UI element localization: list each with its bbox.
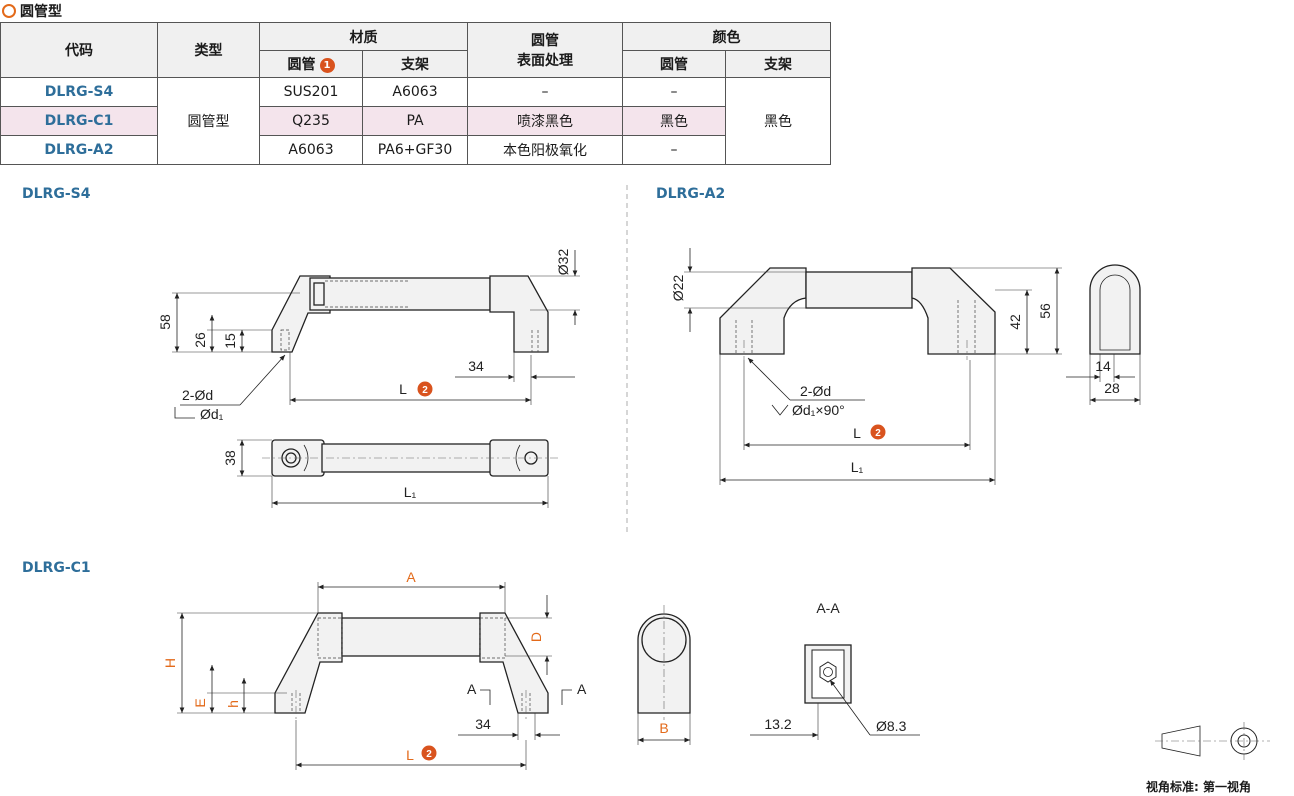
svg-text:L: L — [406, 747, 414, 763]
svg-text:L: L — [853, 425, 861, 441]
cell-tube: Q235 — [259, 106, 363, 136]
svg-text:2-Ød: 2-Ød — [182, 387, 213, 403]
svg-text:2: 2 — [422, 385, 428, 396]
header-code: 代码 — [0, 22, 158, 78]
svg-text:Ø8.3: Ø8.3 — [876, 718, 907, 734]
svg-text:L: L — [399, 381, 407, 397]
table-row: DLRG-A2 A6063 PA6+GF30 本色阳极氧化 – — [0, 135, 831, 165]
svg-text:L₁: L₁ — [404, 484, 417, 500]
s4-front-view: Ø32 58 26 15 34 2-Ød Ød₁ L 2 — [157, 249, 580, 422]
svg-text:38: 38 — [222, 450, 238, 466]
svg-text:26: 26 — [192, 332, 208, 348]
svg-text:B: B — [659, 720, 668, 736]
svg-text:H: H — [162, 658, 178, 668]
svg-text:14: 14 — [1095, 358, 1111, 374]
header-color-bracket: 支架 — [725, 50, 831, 78]
svg-text:56: 56 — [1037, 303, 1053, 319]
svg-text:58: 58 — [157, 314, 173, 330]
table-row: DLRG-C1 Q235 PA 喷漆黑色 黑色 — [0, 106, 831, 136]
cell-tube: A6063 — [259, 135, 363, 165]
svg-text:D: D — [528, 632, 544, 642]
svg-text:42: 42 — [1007, 314, 1023, 330]
svg-text:A: A — [467, 681, 477, 697]
cell-bracket: PA6+GF30 — [362, 135, 468, 165]
header-color-tube: 圆管 — [622, 50, 726, 78]
section-title-text: 圆管型 — [20, 4, 62, 20]
svg-text:A: A — [577, 681, 587, 697]
svg-text:34: 34 — [475, 716, 491, 732]
svg-text:34: 34 — [468, 358, 484, 374]
header-bracket: 支架 — [362, 50, 468, 78]
c1-front-view: A D H E h A A 34 L 2 — [162, 569, 587, 770]
a2-side-view: 14 28 — [1066, 264, 1141, 405]
cell-color-tube: – — [622, 135, 726, 165]
svg-text:Ø22: Ø22 — [670, 275, 686, 302]
section-label-c1: DLRG-C1 — [22, 560, 91, 576]
table-row: DLRG-S4 圆管型 SUS201 A6063 – – 黑色 — [0, 77, 831, 165]
svg-text:13.2: 13.2 — [764, 716, 791, 732]
header-surface: 圆管表面处理 — [467, 22, 623, 78]
section-label-s4: DLRG-S4 — [22, 186, 91, 202]
svg-text:h: h — [225, 700, 241, 708]
svg-text:A: A — [406, 569, 416, 585]
projection-standard-text: 视角标准: 第一视角 — [1146, 780, 1251, 794]
cell-surface: 喷漆黑色 — [467, 106, 623, 136]
svg-text:2: 2 — [426, 749, 432, 760]
cell-color-bracket: 黑色 — [725, 77, 831, 165]
a2-front-view: Ø22 42 56 2-Ød Ød₁×90° L 2 L₁ — [670, 248, 1062, 485]
svg-text:Ød₁×90°: Ød₁×90° — [792, 402, 845, 418]
c1-side-view: B — [637, 605, 691, 745]
cell-code: DLRG-A2 — [0, 135, 158, 165]
header-material: 材质 — [259, 22, 468, 51]
s4-top-view: 38 L₁ — [222, 439, 558, 508]
header-type: 类型 — [157, 22, 260, 78]
section-title: 圆管型 — [2, 2, 62, 20]
section-label-a2: DLRG-A2 — [656, 186, 726, 202]
svg-text:15: 15 — [222, 333, 238, 349]
cell-code: DLRG-S4 — [0, 77, 158, 107]
cell-type: 圆管型 — [157, 77, 260, 165]
c1-section-aa: A-A 13.2 Ø8.3 — [750, 600, 920, 740]
cell-color-tube: 黑色 — [622, 106, 726, 136]
svg-text:2: 2 — [875, 428, 881, 439]
circle-marker-icon — [2, 4, 16, 18]
svg-text:2-Ød: 2-Ød — [800, 383, 831, 399]
svg-text:A-A: A-A — [816, 600, 840, 616]
header-color: 颜色 — [622, 22, 831, 51]
note-badge-1: 1 — [319, 58, 335, 73]
svg-text:28: 28 — [1104, 380, 1120, 396]
svg-text:L₁: L₁ — [851, 459, 864, 475]
cell-surface: 本色阳极氧化 — [467, 135, 623, 165]
cell-code: DLRG-C1 — [0, 106, 158, 136]
svg-text:Ø32: Ø32 — [555, 249, 571, 276]
projection-symbol-icon — [1155, 722, 1270, 760]
svg-text:Ød₁: Ød₁ — [200, 406, 224, 422]
svg-text:E: E — [192, 698, 208, 707]
